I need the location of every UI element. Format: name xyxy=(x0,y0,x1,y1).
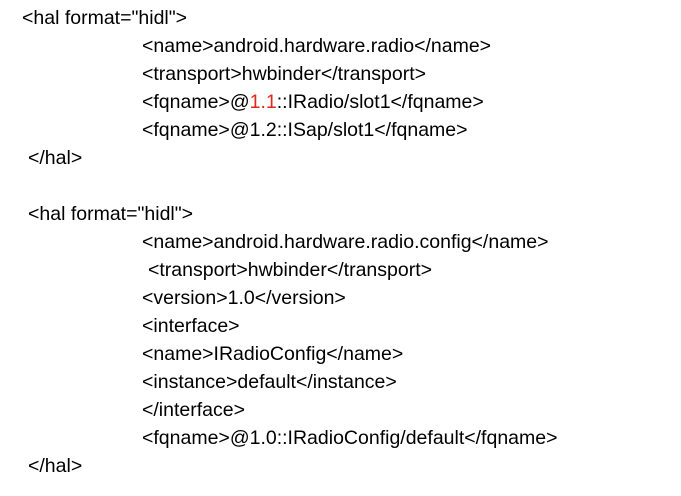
hal-close-tag-2: </hal> xyxy=(28,455,83,477)
fqname-iradio-prefix: <fqname>@ xyxy=(142,91,250,113)
fqname-iradioconfig-line: <fqname>@1.0::IRadioConfig/default</fqna… xyxy=(142,427,558,449)
name-iradioconfig-line: <name>IRadioConfig</name> xyxy=(142,343,404,365)
interface-open-line: <interface> xyxy=(142,315,240,337)
name-radio-config-line: <name>android.hardware.radio.config</nam… xyxy=(142,231,549,253)
interface-close-line: </interface> xyxy=(142,399,245,421)
instance-line: <instance>default</instance> xyxy=(142,371,397,393)
name-radio-line: <name>android.hardware.radio</name> xyxy=(142,35,492,57)
hal-close-tag-1: </hal> xyxy=(28,147,83,169)
version-line: <version>1.0</version> xyxy=(142,287,346,309)
fqname-iradio-suffix: ::IRadio/slot1</fqname> xyxy=(276,91,484,113)
hal-open-tag-1: <hal format="hidl"> xyxy=(22,7,188,29)
hal-open-tag-2: <hal format="hidl"> xyxy=(28,203,194,225)
fqname-isap-line: <fqname>@1.2::ISap/slot1</fqname> xyxy=(142,119,468,141)
transport-line-2: <transport>hwbinder</transport> xyxy=(148,259,433,281)
transport-line-1: <transport>hwbinder</transport> xyxy=(142,63,427,85)
fqname-iradio-line: <fqname>@1.1::IRadio/slot1</fqname> xyxy=(142,90,484,114)
highlighted-version: 1.1 xyxy=(249,91,277,113)
